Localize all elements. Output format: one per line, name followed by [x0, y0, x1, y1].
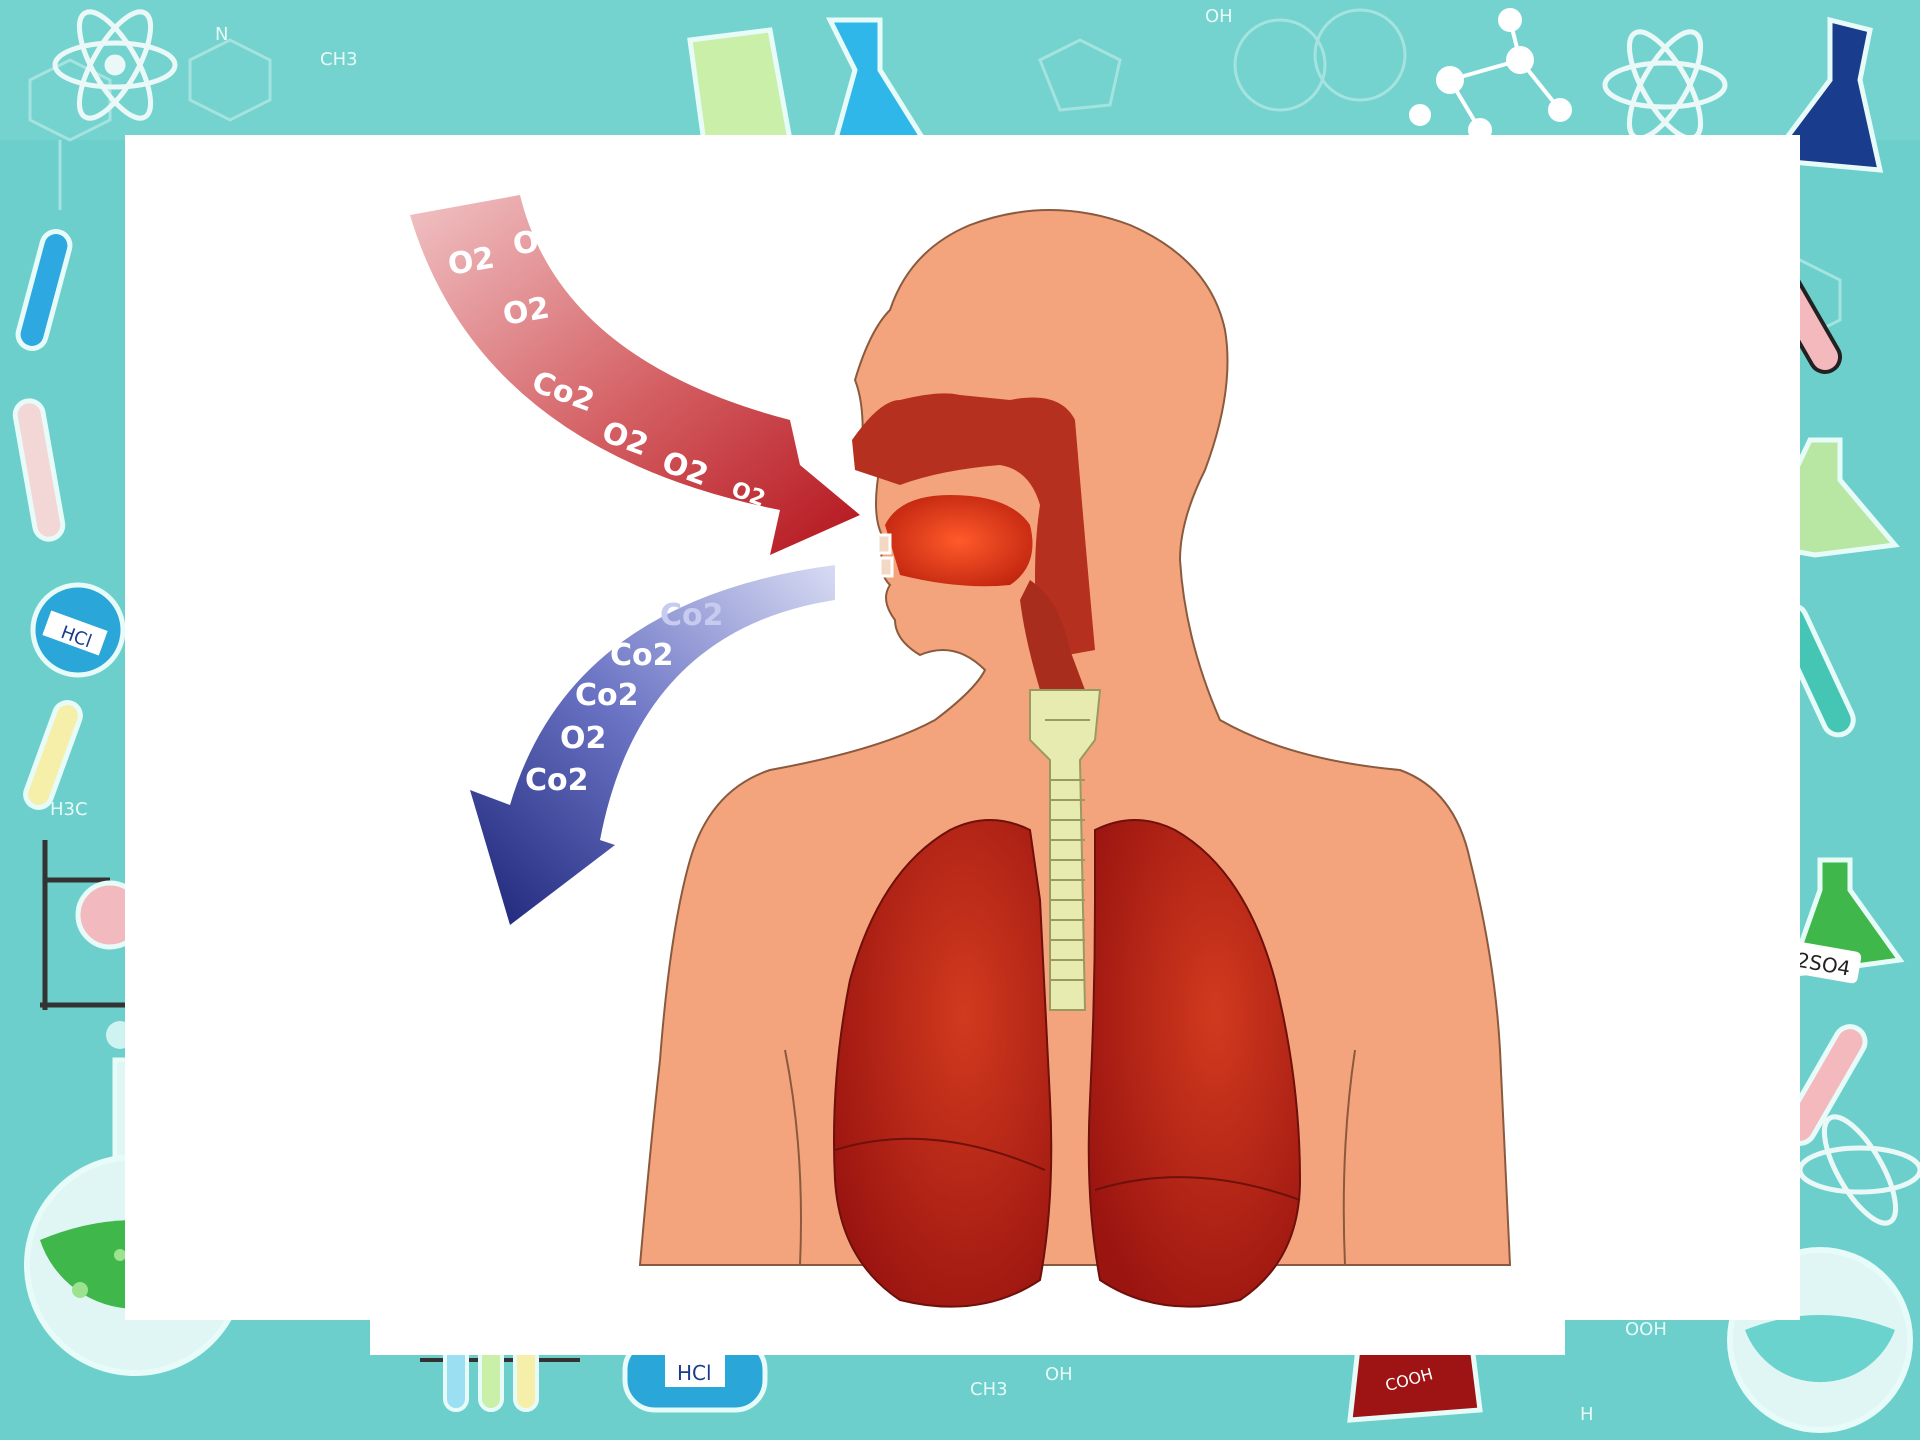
gas-label: O2: [560, 721, 606, 756]
oral-cavity: [885, 495, 1033, 586]
gas-label: O2: [510, 220, 562, 263]
gas-label: Co2: [525, 763, 589, 798]
exhale-labels: Co2 Co2 Co2 O2 Co2: [525, 598, 724, 798]
gas-label: Co2: [610, 638, 674, 673]
gas-label: Co2: [575, 678, 639, 713]
gas-label: Co2: [660, 598, 724, 633]
